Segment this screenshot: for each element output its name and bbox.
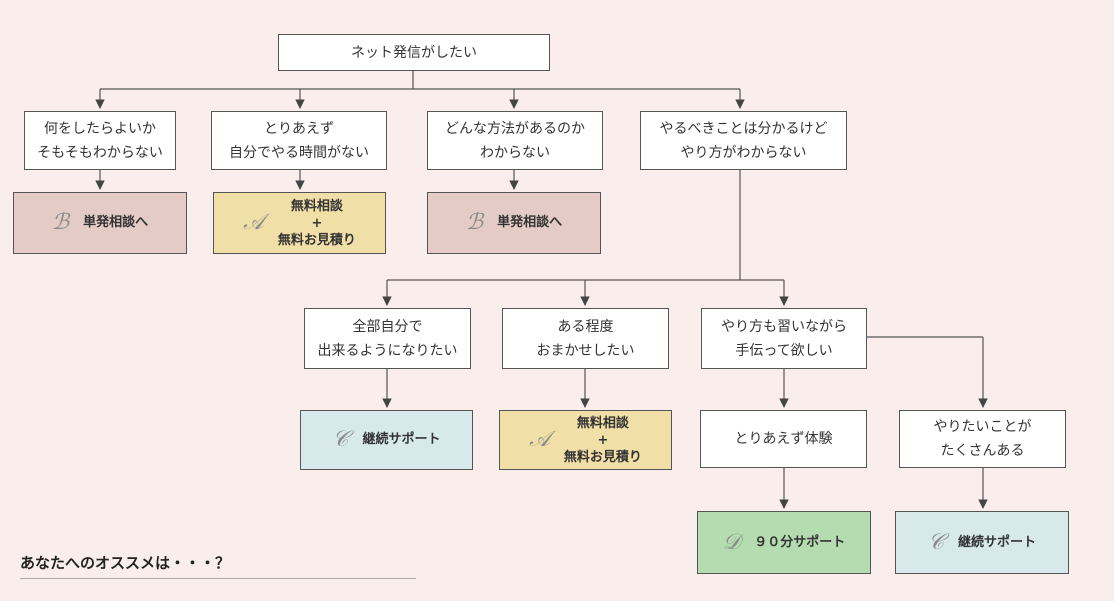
experience-2-line-2: たくさんある: [940, 443, 1025, 459]
question-2-line-2: 自分でやる時間がない: [229, 144, 369, 161]
result-1-label: 単発相談へ: [83, 215, 149, 230]
question-4-line-2: やり方がわからない: [680, 144, 807, 161]
result-3-label: 単発相談へ: [497, 215, 563, 230]
result-node-2: 𝒜 無料相談 + 無料お見積り: [213, 192, 386, 254]
sub-question-1-line-2: 出来るようになりたい: [317, 342, 458, 359]
root-node: ネット発信がしたい: [278, 34, 550, 71]
root-label: ネット発信がしたい: [351, 44, 477, 61]
sub-question-node-3: やり方も習いながら 手伝って欲しい: [701, 308, 867, 369]
question-1-line-2: そもそもわからない: [37, 144, 163, 161]
result-4-label: 継続サポート: [362, 432, 441, 447]
question-1-line-1: 何をしたらよいか: [44, 120, 156, 137]
question-3-line-2: わからない: [480, 144, 550, 161]
sub-question-node-2: ある程度 おまかせしたい: [502, 308, 669, 369]
result-node-7: 𝒞 継続サポート: [895, 511, 1069, 574]
result-2-line-3: 無料お見積り: [277, 232, 356, 248]
question-node-4: やるべきことは分かるけど やり方がわからない: [640, 111, 847, 170]
result-5-line-3: 無料お見積り: [563, 449, 642, 465]
letter-c-icon: 𝒞: [927, 529, 945, 555]
sub-question-2-line-2: おまかせしたい: [536, 342, 635, 359]
result-5-line-2: +: [597, 432, 609, 448]
result-node-6: 𝒟 ９０分サポート: [697, 511, 871, 574]
letter-b-icon: ℬ: [465, 210, 484, 235]
recommendation-heading: あなたへのオススメは・・・？: [20, 552, 416, 579]
result-2-line-2: +: [311, 215, 323, 231]
result-node-1: ℬ 単発相談へ: [13, 192, 187, 254]
result-node-5: 𝒜 無料相談 + 無料お見積り: [499, 410, 672, 470]
letter-c-icon: 𝒞: [332, 427, 349, 452]
experience-2-line-1: やりたいことが: [933, 419, 1032, 435]
result-7-label: 継続サポート: [958, 534, 1037, 550]
question-node-3: どんな方法があるのか わからない: [427, 111, 603, 170]
sub-question-1-line-1: 全部自分で: [352, 318, 423, 335]
letter-d-icon: 𝒟: [722, 529, 741, 555]
question-4-line-1: やるべきことは分かるけど: [659, 120, 828, 137]
sub-question-node-1: 全部自分で 出来るようになりたい: [304, 308, 471, 369]
question-2-line-1: とりあえず: [264, 120, 334, 137]
question-3-line-1: どんな方法があるのか: [445, 120, 585, 137]
result-2-line-1: 無料相談: [290, 198, 343, 214]
result-6-label: ９０分サポート: [754, 534, 846, 550]
result-node-4: 𝒞 継続サポート: [300, 410, 473, 470]
experience-node-1: とりあえず体験: [700, 410, 867, 468]
letter-b-icon: ℬ: [51, 210, 70, 235]
sub-question-3-line-1: やり方も習いながら: [721, 318, 847, 335]
question-node-1: 何をしたらよいか そもそもわからない: [24, 111, 176, 170]
question-node-2: とりあえず 自分でやる時間がない: [211, 111, 387, 170]
result-5-line-1: 無料相談: [576, 415, 629, 431]
letter-a-icon: 𝒜: [243, 210, 264, 235]
sub-question-2-line-1: ある程度: [557, 318, 614, 335]
experience-1-label: とりあえず体験: [734, 431, 833, 447]
experience-node-2: やりたいことが たくさんある: [899, 410, 1066, 468]
sub-question-3-line-2: 手伝って欲しい: [735, 342, 833, 359]
letter-a-icon: 𝒜: [529, 427, 550, 452]
result-node-3: ℬ 単発相談へ: [427, 192, 601, 254]
